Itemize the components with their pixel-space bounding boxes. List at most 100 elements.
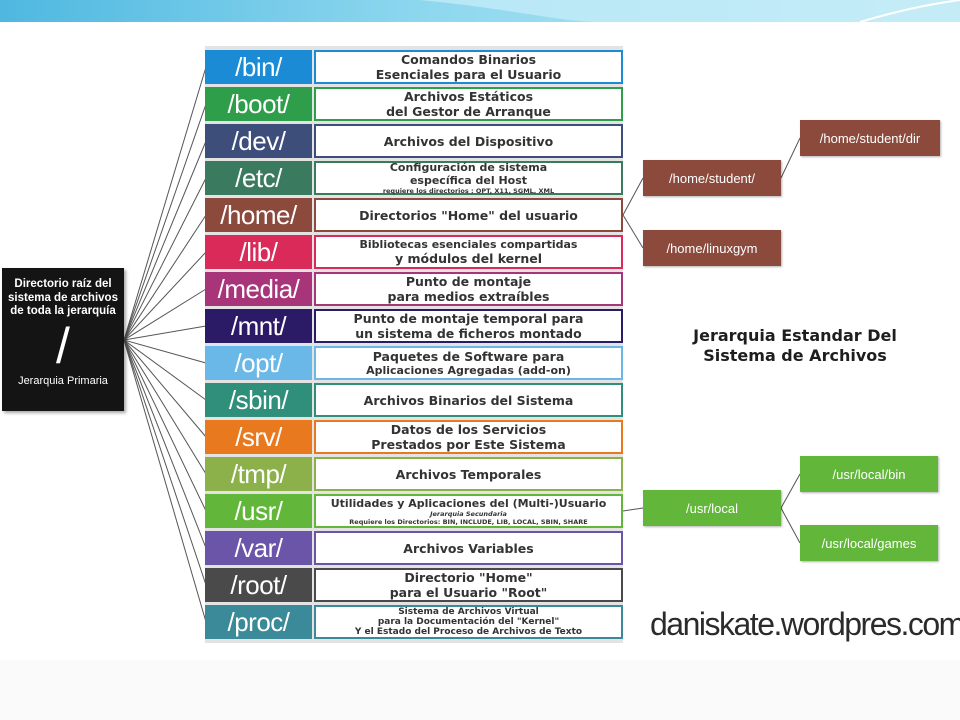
- node-usr-local: /usr/local: [643, 490, 781, 526]
- description-line: Prestados por Este Sistema: [371, 437, 566, 452]
- directory-name: /etc/: [205, 161, 312, 195]
- directory-name: /sbin/: [205, 383, 312, 417]
- directory-description: Archivos del Dispositivo: [314, 124, 623, 158]
- root-connector: [123, 66, 207, 341]
- root-directory-box: Directorio raíz del sistema de archivos …: [2, 268, 124, 411]
- footer-area: [0, 660, 960, 720]
- description-line: Y el Estado del Proceso de Archivos de T…: [354, 627, 583, 637]
- root-connector: [123, 339, 207, 512]
- root-connector: [123, 325, 207, 341]
- description-line: Archivos Estáticos: [403, 89, 534, 104]
- directory-name: /lib/: [205, 235, 312, 269]
- directory-row: /usr/Utilidades y Aplicaciones del (Mult…: [205, 494, 623, 528]
- usr-local-connector: [780, 507, 801, 544]
- watermark: daniskate.wordpres.com: [650, 606, 960, 642]
- root-connector: [123, 339, 207, 364]
- directory-name: /proc/: [205, 605, 312, 639]
- description-line: Comandos Binarios: [400, 52, 537, 67]
- description-line: para el Usuario "Root": [389, 585, 548, 600]
- directory-name: /usr/: [205, 494, 312, 528]
- node-home-student: /home/student/: [643, 160, 781, 196]
- description-note: Requiere los Directorios: BIN, INCLUDE, …: [349, 517, 588, 526]
- directory-description: Archivos Binarios del Sistema: [314, 383, 623, 417]
- description-line: Punto de montaje: [405, 274, 532, 289]
- root-connector: [123, 339, 207, 401]
- directory-description: Directorios "Home" del usuario: [314, 198, 623, 232]
- root-connector: [123, 214, 207, 341]
- description-line: Directorios "Home" del usuario: [359, 207, 578, 223]
- directory-row: /sbin/Archivos Binarios del Sistema: [205, 383, 623, 417]
- root-connector: [123, 339, 207, 475]
- directory-description: Archivos Temporales: [314, 457, 623, 491]
- root-connector: [123, 339, 207, 586]
- diagram-heading: Jerarquia Estandar Del Sistema de Archiv…: [693, 326, 897, 365]
- home-connector: [622, 214, 644, 249]
- directory-row: /home/Directorios "Home" del usuario: [205, 198, 623, 232]
- root-symbol: /: [56, 317, 70, 374]
- directory-row: /tmp/Archivos Temporales: [205, 457, 623, 491]
- home-student-connector: [780, 137, 801, 179]
- description-sub: Jerarquia Secundaria: [430, 509, 507, 518]
- directory-row: /dev/Archivos del Dispositivo: [205, 124, 623, 158]
- description-line: Bibliotecas esenciales compartidas: [359, 238, 578, 251]
- description-line: Datos de los Servicios: [390, 422, 547, 437]
- node-usr-local-bin: /usr/local/bin: [800, 456, 938, 492]
- directory-name: /media/: [205, 272, 312, 306]
- description-line: Utilidades y Aplicaciones del (Multi-)Us…: [330, 496, 607, 510]
- root-connector: [123, 177, 207, 341]
- directory-name: /tmp/: [205, 457, 312, 491]
- description-line: Configuración de sistema: [389, 161, 548, 174]
- root-connector: [123, 251, 207, 341]
- directory-name: /opt/: [205, 346, 312, 380]
- directory-name: /bin/: [205, 50, 312, 84]
- description-line: Paquetes de Software para: [372, 349, 565, 364]
- directory-description: Directorio "Home"para el Usuario "Root": [314, 568, 623, 602]
- description-line: un sistema de ficheros montado: [355, 326, 582, 341]
- root-title: Directorio raíz del sistema de archivos …: [8, 278, 118, 317]
- root-connector: [123, 339, 207, 623]
- root-subtitle: Jerarquia Primaria: [18, 374, 108, 387]
- directory-row: /var/Archivos Variables: [205, 531, 623, 565]
- directory-name: /mnt/: [205, 309, 312, 343]
- description-line: Esenciales para el Usuario: [375, 67, 562, 82]
- header-banner: [0, 0, 960, 22]
- directory-row: /root/Directorio "Home"para el Usuario "…: [205, 568, 623, 602]
- root-connector: [123, 140, 207, 341]
- directory-name: /home/: [205, 198, 312, 232]
- directory-name: /dev/: [205, 124, 312, 158]
- directory-description: Utilidades y Aplicaciones del (Multi-)Us…: [314, 494, 623, 528]
- description-line: del Gestor de Arranque: [386, 104, 551, 119]
- description-line: para medios extraíbles: [387, 289, 550, 304]
- description-line: Aplicaciones Agregadas (add-on): [366, 364, 571, 377]
- usr-connector: [622, 507, 644, 512]
- description-line: Archivos Binarios del Sistema: [363, 392, 574, 408]
- directory-name: /boot/: [205, 87, 312, 121]
- description-line: Archivos Temporales: [395, 466, 542, 482]
- root-connector: [123, 288, 207, 341]
- directory-description: Archivos Variables: [314, 531, 623, 565]
- description-line: para la Documentación del "Kernel": [377, 617, 560, 627]
- description-line: Archivos Variables: [403, 540, 534, 556]
- root-connector: [123, 339, 207, 549]
- description-line: Punto de montaje temporal para: [353, 311, 584, 326]
- node-home-linuxgym: /home/linuxgym: [643, 230, 781, 266]
- description-line: Archivos del Dispositivo: [383, 133, 554, 149]
- root-connector: [123, 103, 207, 341]
